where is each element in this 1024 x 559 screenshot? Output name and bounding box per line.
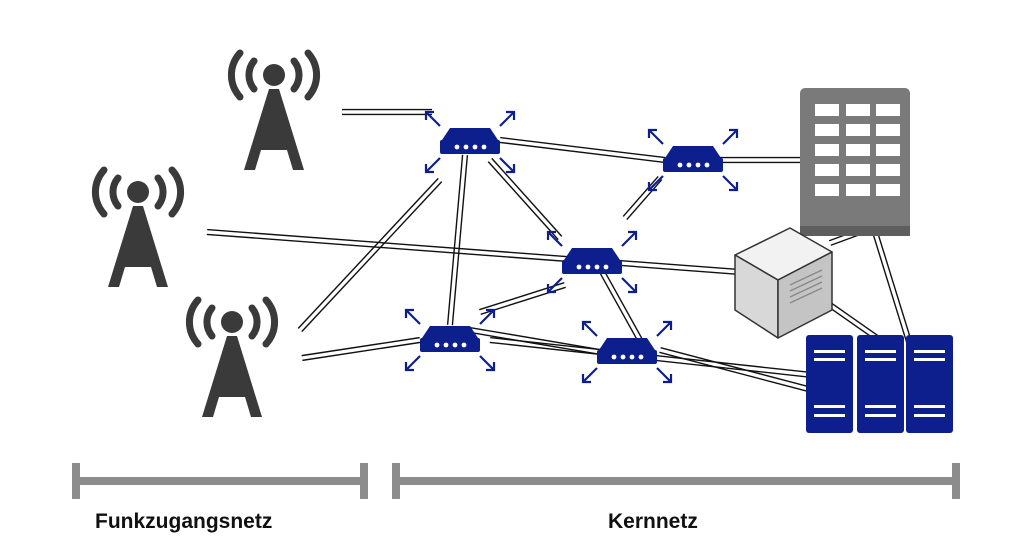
- connection-line: [487, 157, 563, 241]
- connection-line: [446, 154, 469, 326]
- server-rack-icon: [806, 335, 853, 433]
- radio-tower-icon: [227, 49, 321, 170]
- core-network-bracket: [392, 463, 960, 499]
- connection-line: [499, 136, 666, 164]
- connection-line: [469, 326, 601, 356]
- router-icon: [581, 320, 673, 384]
- connection-line: [622, 175, 663, 221]
- connection-line: [597, 266, 643, 342]
- server-rack-icon: [906, 335, 953, 433]
- routers: [404, 110, 739, 384]
- section-brackets: [72, 463, 960, 499]
- connection-line: [297, 177, 443, 333]
- radio-towers: [91, 49, 321, 417]
- connection-line: [206, 228, 741, 276]
- access-network-label: Funkzugangsnetz: [95, 510, 273, 533]
- access-network-bracket: [72, 463, 368, 499]
- connection-line: [301, 336, 421, 362]
- core-network-label: Kernnetz: [608, 510, 698, 533]
- connection-line: [659, 347, 813, 393]
- router-icon: [546, 230, 638, 294]
- core-devices: [734, 88, 953, 433]
- server-rack-icon: [857, 335, 904, 433]
- router-icon: [424, 110, 516, 174]
- radio-tower-icon: [91, 166, 185, 287]
- connection-line: [342, 108, 432, 116]
- server-box-icon: [734, 227, 833, 339]
- router-icon: [647, 128, 739, 192]
- radio-tower-icon: [185, 296, 279, 417]
- datacenter-building-icon: [800, 88, 910, 236]
- connection-line: [872, 231, 913, 346]
- connection-line: [720, 156, 805, 164]
- router-icon: [404, 308, 496, 372]
